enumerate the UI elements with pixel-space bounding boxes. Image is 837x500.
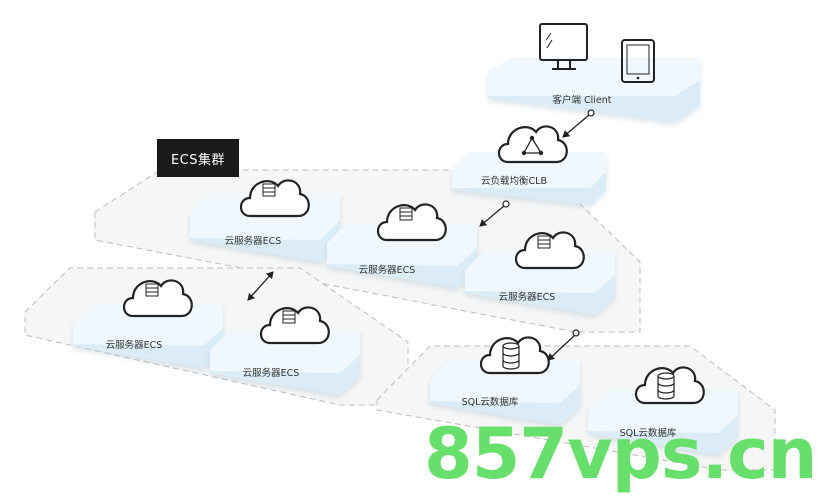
server-cloud-icon xyxy=(514,231,585,270)
client-label: 客户端 Client xyxy=(552,94,611,106)
clb-platform xyxy=(452,152,606,205)
database-cloud-icon xyxy=(479,336,550,375)
db-label-1: SQL云数据库 xyxy=(462,396,519,408)
server-cloud-icon xyxy=(122,279,193,318)
server-cloud-icon xyxy=(259,306,330,345)
database-cloud-icon xyxy=(634,366,705,405)
ecs-label-2: 云服务器ECS xyxy=(359,264,416,276)
server-cloud-icon xyxy=(239,179,310,218)
ecs-label-1: 云服务器ECS xyxy=(225,235,282,247)
ecs-label-3: 云服务器ECS xyxy=(499,291,556,303)
ecs-label-5: 云服务器ECS xyxy=(243,367,300,379)
ecs-sync-connector xyxy=(247,271,274,301)
ecs-to-db-connector xyxy=(547,329,580,361)
monitor-icon xyxy=(539,23,588,70)
clb-to-ecs-connector xyxy=(479,200,510,227)
network-cloud-icon xyxy=(497,125,568,164)
db-label-2: SQL云数据库 xyxy=(620,427,677,439)
client-to-clb-connector xyxy=(562,109,595,138)
ecs-platform-5 xyxy=(210,330,360,395)
clb-label: 云负载均衡CLB xyxy=(481,175,547,187)
tablet-icon xyxy=(621,39,655,83)
ecs-label-4: 云服务器ECS xyxy=(106,339,163,351)
watermark: 857vps.cn xyxy=(424,413,817,495)
ecs-cluster-tag: ECS集群 xyxy=(157,139,239,177)
server-cloud-icon xyxy=(376,203,447,242)
